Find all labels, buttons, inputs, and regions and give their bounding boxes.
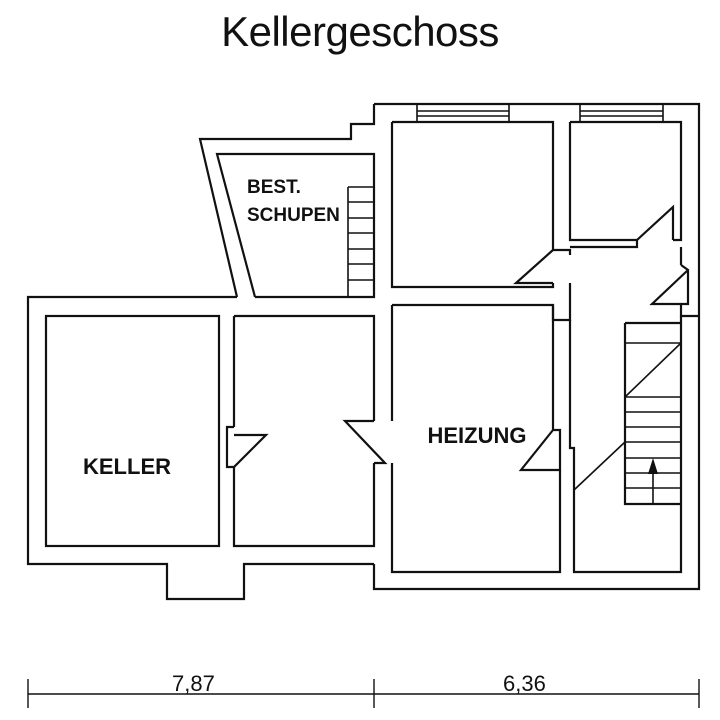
room-middle-left bbox=[225, 314, 388, 548]
room-keller: KELLER bbox=[44, 314, 221, 548]
heizung-label: HEIZUNG bbox=[428, 423, 527, 448]
arrow-up-icon bbox=[648, 458, 658, 504]
dimension-right: 6,36 bbox=[503, 671, 546, 696]
bestschupen-label-line1: BEST. bbox=[247, 177, 301, 198]
page-title: Kellergeschoss bbox=[221, 8, 499, 55]
dimension-line bbox=[27, 679, 700, 708]
keller-label: KELLER bbox=[83, 454, 171, 479]
outer-walls bbox=[26, 102, 701, 601]
bestschupen-label-line2: SCHUPEN bbox=[247, 205, 340, 226]
room-heizung: HEIZUNG bbox=[390, 303, 562, 574]
room-hallway-stairs bbox=[568, 316, 683, 574]
hallway-top bbox=[513, 249, 699, 322]
room-bestschupen bbox=[215, 152, 376, 299]
dimension-left: 7,87 bbox=[172, 671, 215, 696]
room-top-right bbox=[568, 104, 683, 265]
